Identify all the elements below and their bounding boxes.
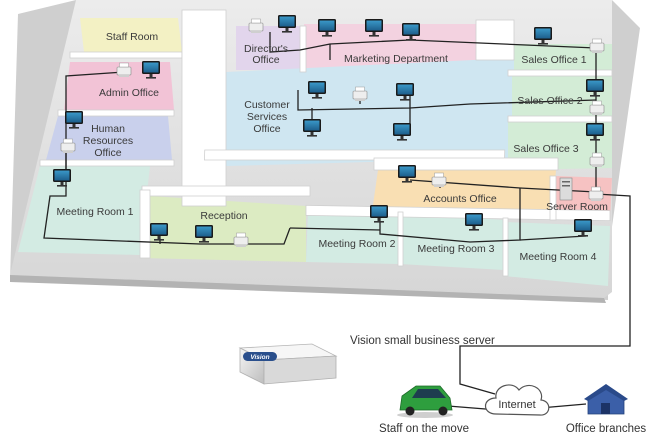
accounts-office-label: Accounts Office [423,193,497,205]
customer-services-label-line1: Customer [244,99,290,111]
directors-office-label-line1: Director's [244,43,288,55]
meeting-room-4-area [504,222,610,286]
accounts-office-area [372,170,556,218]
customer-services-area [226,58,514,166]
rooms [18,18,612,286]
customer-services-label-line3: Office [253,123,280,135]
admin-office-label: Admin Office [99,87,159,99]
customer-services-label-line2: Services [247,111,287,123]
server-label: Vision small business server [350,335,495,347]
staff-on-move-label: Staff on the move [379,423,469,435]
staff-room-area [80,18,182,52]
server-logo-text: Vision [250,354,269,361]
external-network: Vision Vision small business server Inte… [238,335,647,435]
directors-office-label-line2: Office [252,54,279,66]
sales-office-1-area [514,44,612,72]
meeting-room-3-label: Meeting Room 3 [417,243,494,255]
meeting-room-2-area [306,210,402,264]
internet-cloud-icon [484,384,550,416]
sales-office-2-label: Sales Office 2 [517,95,582,107]
car-icon [397,385,453,418]
hr-office-label-line1: Human [91,123,125,135]
walls [39,9,613,277]
directors-office-area [236,26,306,70]
meeting-room-1-area [18,166,150,255]
vision-server-icon: Vision [238,343,338,385]
server-uplink-line [459,345,514,395]
meeting-room-2-label: Meeting Room 2 [318,238,395,250]
sales-office-3-label: Sales Office 3 [513,143,578,155]
internet-label: Internet [498,399,535,411]
hr-office-label-line3: Office [94,147,121,159]
reception-label: Reception [200,210,247,222]
reception-area [140,196,306,262]
sales-office-1-label: Sales Office 1 [521,54,586,66]
server-rack-icon [559,177,573,201]
devices [53,15,605,248]
server-room-label: Server Room [546,201,608,213]
meeting-room-1-label: Meeting Room 1 [56,206,133,218]
office-branches-label: Office branches [566,423,647,435]
marketing-label: Marketing Department [344,53,448,65]
meeting-room-4-label: Meeting Room 4 [519,251,596,263]
meeting-room-3-area [400,214,506,270]
room-labels: Staff Room Admin Office Human Resources … [56,31,608,263]
staff-room-label: Staff Room [106,31,159,43]
house-icon [584,384,628,415]
hr-office-label-line2: Resources [83,135,133,147]
